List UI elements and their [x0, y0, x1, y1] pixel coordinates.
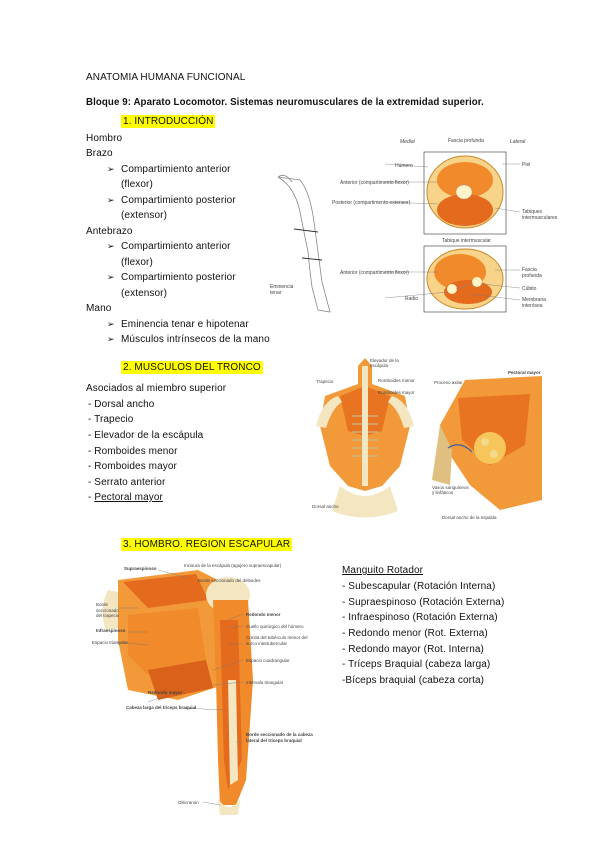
- label-cuello: Cuello quirúrgico del húmero: [246, 624, 304, 629]
- antebrazo-item-1-line1: Compartimiento anterior: [107, 239, 231, 255]
- mano-item-1: Eminencia tenar e hipotenar: [107, 317, 249, 333]
- manguito-item-7: -Bíceps braquial (cabeza corta): [342, 675, 485, 686]
- trunk-item-6: - Serrato anterior: [88, 477, 166, 488]
- label-romboides-mayor: Romboides mayor: [378, 390, 415, 395]
- label-radio: Radio: [405, 296, 419, 302]
- scapular-region-figure: [102, 569, 253, 815]
- label-posterior-extensor: Posterior (compartimento extensor): [332, 200, 411, 206]
- trunk-intro: Asociados al miembro superior: [86, 383, 227, 394]
- pectoral-mayor-link: Pectoral mayor: [94, 492, 163, 503]
- label-dorsal-2: Dorsal ancho de la espalda: [442, 515, 497, 520]
- label-hombro: Hombro: [86, 133, 123, 144]
- label-fascia-profunda-2: Fascia profunda: [522, 267, 542, 279]
- brazo-item-1-line1: Compartimiento anterior: [107, 162, 231, 178]
- label-elevador: Elevador de la escápula: [370, 358, 399, 368]
- label-espacio-triangular: Espacio triangular: [92, 640, 129, 645]
- trunk-item-3: - Elevador de la escápula: [88, 430, 204, 441]
- brazo-item-2-line2: (extensor): [121, 210, 168, 221]
- label-fascia-profunda: Fascia profunda: [448, 138, 484, 144]
- antebrazo-item-2-line1: Compartimiento posterior: [107, 270, 236, 286]
- arm-cross-section-labels: Medial Fascia profunda Lateral Húmero Pi…: [270, 132, 560, 317]
- pectoral-figure: [432, 376, 542, 510]
- label-incisura: Incisura de la escápula (agujero supraes…: [184, 563, 282, 568]
- label-romboides-menor: Romboides menor: [378, 378, 415, 383]
- trunk-item-5: - Romboides mayor: [88, 461, 177, 472]
- label-vasos: Vasos sanguíneos y linfáticos: [432, 485, 469, 495]
- mano-item-2: Músculos intrínsecos de la mano: [107, 332, 270, 348]
- trunk-item-7: - Pectoral mayor: [88, 492, 163, 503]
- trunk-item-1: - Dorsal ancho: [88, 399, 155, 410]
- label-supraespinoso: Supraespinoso: [124, 566, 157, 571]
- label-borde-cabeza-lateral: Borde seccionado de la cabeza lateral de…: [246, 732, 313, 743]
- label-medial: Medial: [400, 139, 415, 145]
- section-3-heading: 3. HOMBRO. REGION ESCAPULAR: [121, 538, 293, 551]
- label-lateral: Lateral: [510, 139, 526, 145]
- antebrazo-item-2-line2: (extensor): [121, 288, 168, 299]
- label-redondo-menor: Redondo menor: [246, 612, 281, 617]
- document-title: ANATOMIA HUMANA FUNCIONAL: [86, 72, 246, 83]
- label-redondo-mayor: Redondo mayor: [148, 690, 183, 695]
- label-intervalo: Intervalo triangular: [246, 680, 284, 685]
- label-mano: Mano: [86, 303, 112, 314]
- section-2-heading: 2. MUSCULOS DEL TRONCO: [121, 361, 263, 374]
- back-muscles-figure: [316, 358, 414, 518]
- label-tabique-intermuscular: Tabique intermuscular: [442, 238, 491, 244]
- label-borde-deltoides: Borde seccionado del deltoides: [198, 578, 261, 583]
- trunk-item-2: - Trapecio: [88, 414, 134, 425]
- label-piel: Piel: [522, 162, 531, 168]
- label-humero: Húmero: [395, 163, 413, 169]
- manguito-item-3: - Infraespinoso (Rotación Externa): [342, 612, 498, 623]
- label-espacio-cuadrangular: Espacio cuadrangular: [246, 658, 290, 663]
- brazo-item-2-line1: Compartimiento posterior: [107, 193, 236, 209]
- label-borde-trapecio: Borde seccionado del trapecio: [96, 602, 120, 618]
- label-eminencia: Eminencia tenar: [270, 284, 294, 296]
- brazo-item-1-line2: (flexor): [121, 179, 153, 190]
- manguito-item-6: - Tríceps Braquial (cabeza larga): [342, 659, 491, 670]
- label-cubito: Cúbito: [522, 286, 537, 292]
- block-title: Bloque 9: Aparato Locomotor. Sistemas ne…: [86, 97, 484, 108]
- manguito-item-1: - Subescapular (Rotación Interna): [342, 581, 496, 592]
- label-membrana: Membrana interósea: [522, 297, 546, 309]
- scapular-region-labels: Supraespinoso Incisura de la escápula (a…: [88, 560, 328, 820]
- label-anterior-flexor-2: Anterior (compartimento flexor): [340, 270, 409, 276]
- manguito-item-5: - Redondo mayor (Rot. Interna): [342, 644, 484, 655]
- pectoral-labels: Pectoral mayor Proceso axilar Vasos sang…: [430, 370, 550, 520]
- label-proceso: Proceso axilar: [434, 380, 463, 385]
- label-anterior-flexor: Anterior (compartimento flexor): [340, 180, 409, 186]
- label-trapecio: Trapecio: [316, 379, 334, 384]
- manguito-item-4: - Redondo menor (Rot. Externa): [342, 628, 488, 639]
- label-cabeza-larga: Cabeza larga del tríceps braquial: [126, 705, 197, 710]
- label-antebrazo: Antebrazo: [86, 226, 133, 237]
- section-1-heading: 1. INTRODUCCIÓN: [121, 115, 216, 128]
- label-brazo: Brazo: [86, 148, 113, 159]
- label-olecranon: Olécranon: [178, 800, 199, 805]
- label-dorsal-ancho: Dorsal ancho: [312, 504, 339, 509]
- manguito-item-2: - Supraespinoso (Rotación Externa): [342, 597, 505, 608]
- trunk-item-4: - Romboides menor: [88, 446, 178, 457]
- manguito-title: Manguito Rotador: [342, 565, 424, 576]
- label-tabiques: Tabiques intermusculares: [522, 209, 558, 221]
- antebrazo-item-1-line2: (flexor): [121, 257, 153, 268]
- arm-cross-section-figure: [277, 151, 521, 313]
- back-muscles-labels: Elevador de la escápula Trapecio Romboid…: [310, 356, 420, 524]
- label-infraespinoso: Infraespinoso: [96, 628, 126, 633]
- label-pectoral: Pectoral mayor: [508, 370, 541, 375]
- label-cresta: Cresta del tubérculo menor del surco int…: [246, 635, 308, 646]
